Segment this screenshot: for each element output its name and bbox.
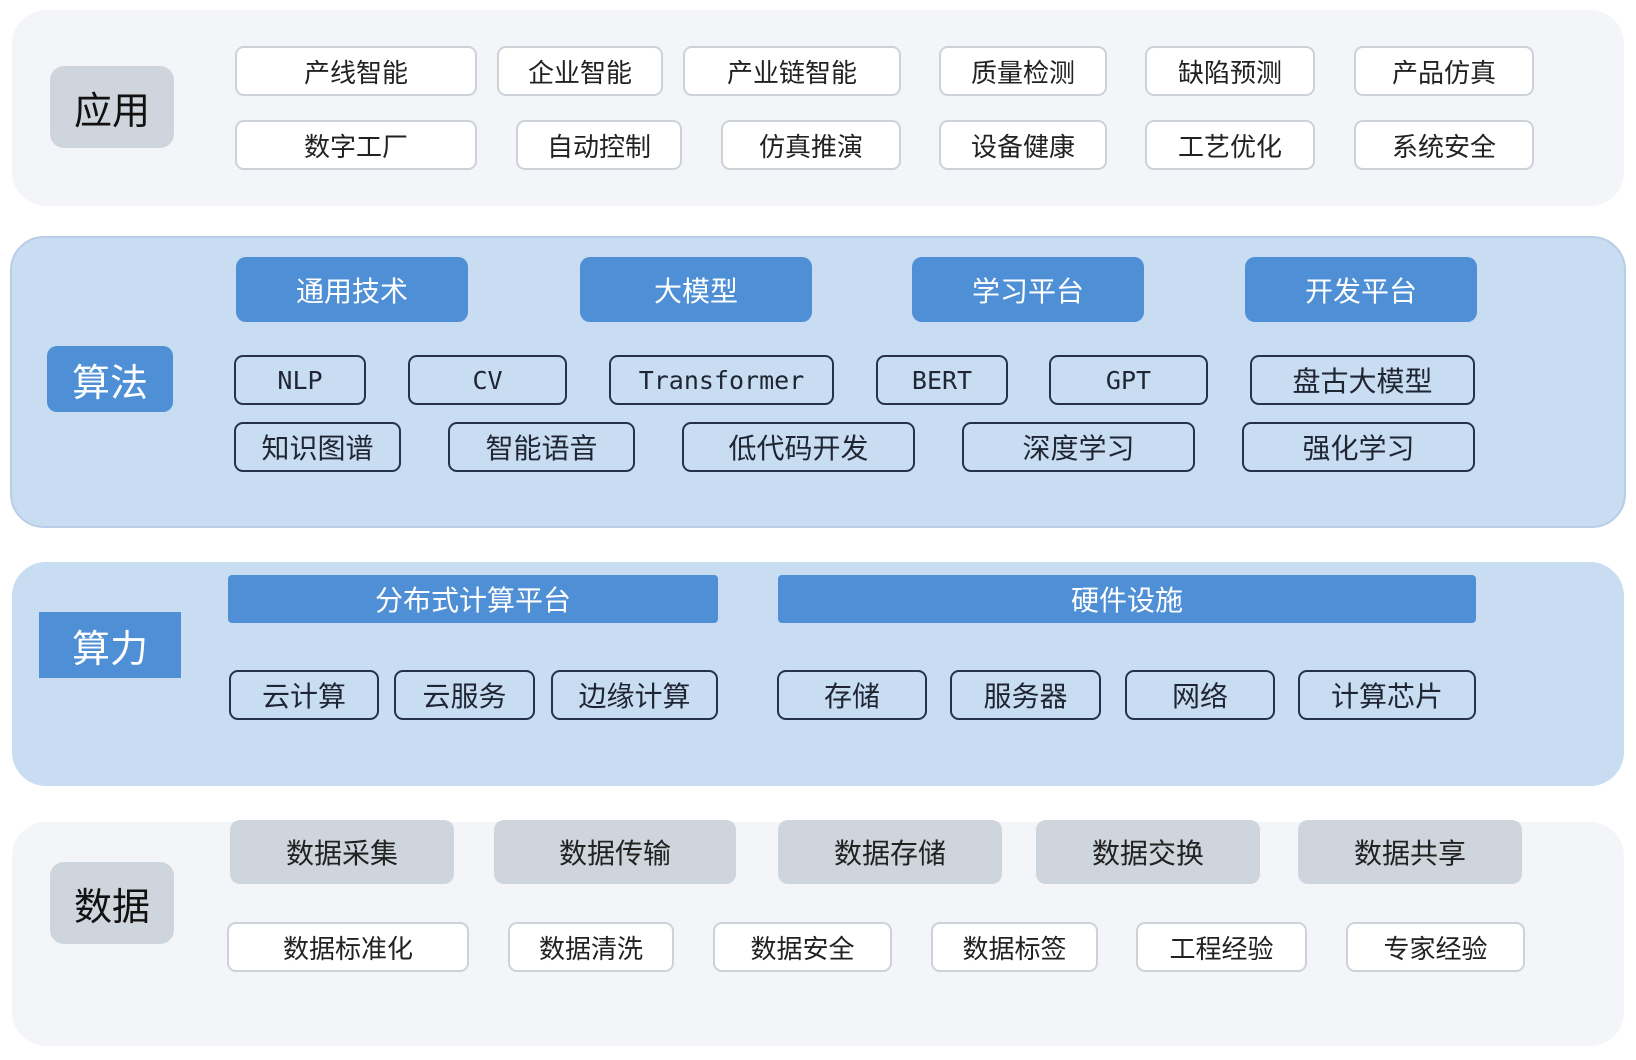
- algo-item: 智能语音: [448, 422, 635, 472]
- app-item: 数字工厂: [235, 120, 477, 170]
- comp-item: 云服务: [394, 670, 535, 720]
- data-label: 数据: [50, 862, 174, 944]
- algo-item: 盘古大模型: [1250, 355, 1475, 405]
- data-header: 数据采集: [230, 820, 454, 884]
- algo-item: 强化学习: [1242, 422, 1475, 472]
- application-label: 应用: [50, 66, 174, 148]
- app-item: 设备健康: [939, 120, 1107, 170]
- app-item: 质量检测: [939, 46, 1107, 96]
- algo-item: 知识图谱: [234, 422, 401, 472]
- data-item: 工程经验: [1136, 922, 1307, 972]
- algo-item: Transformer: [609, 355, 834, 405]
- algo-item: 低代码开发: [682, 422, 915, 472]
- comp-item: 云计算: [229, 670, 379, 720]
- algo-header: 开发平台: [1245, 257, 1477, 322]
- comp-item: 存储: [777, 670, 927, 720]
- data-item: 专家经验: [1346, 922, 1525, 972]
- data-item: 数据安全: [713, 922, 892, 972]
- app-item: 系统安全: [1354, 120, 1534, 170]
- app-item: 工艺优化: [1145, 120, 1315, 170]
- algo-item: CV: [408, 355, 567, 405]
- computing-label: 算力: [39, 612, 181, 678]
- data-header: 数据共享: [1298, 820, 1522, 884]
- algo-header: 通用技术: [236, 257, 468, 322]
- algorithm-label: 算法: [47, 346, 173, 412]
- data-item: 数据标准化: [227, 922, 469, 972]
- app-item: 自动控制: [516, 120, 682, 170]
- comp-header: 硬件设施: [778, 575, 1476, 623]
- algo-header: 学习平台: [912, 257, 1144, 322]
- data-item: 数据清洗: [508, 922, 674, 972]
- comp-item: 计算芯片: [1298, 670, 1476, 720]
- app-item: 缺陷预测: [1145, 46, 1315, 96]
- comp-header: 分布式计算平台: [228, 575, 718, 623]
- comp-item: 网络: [1125, 670, 1275, 720]
- app-item: 仿真推演: [721, 120, 901, 170]
- app-item: 产品仿真: [1354, 46, 1534, 96]
- data-header: 数据传输: [494, 820, 736, 884]
- comp-item: 边缘计算: [551, 670, 718, 720]
- app-item: 产业链智能: [683, 46, 901, 96]
- data-item: 数据标签: [931, 922, 1098, 972]
- data-header: 数据交换: [1036, 820, 1260, 884]
- algo-item: 深度学习: [962, 422, 1195, 472]
- algo-item: BERT: [876, 355, 1008, 405]
- algo-header: 大模型: [580, 257, 812, 322]
- app-item: 产线智能: [235, 46, 477, 96]
- algo-item: GPT: [1049, 355, 1208, 405]
- application-layer: [12, 10, 1624, 206]
- app-item: 企业智能: [497, 46, 663, 96]
- algo-item: NLP: [234, 355, 366, 405]
- comp-item: 服务器: [950, 670, 1101, 720]
- data-header: 数据存储: [778, 820, 1002, 884]
